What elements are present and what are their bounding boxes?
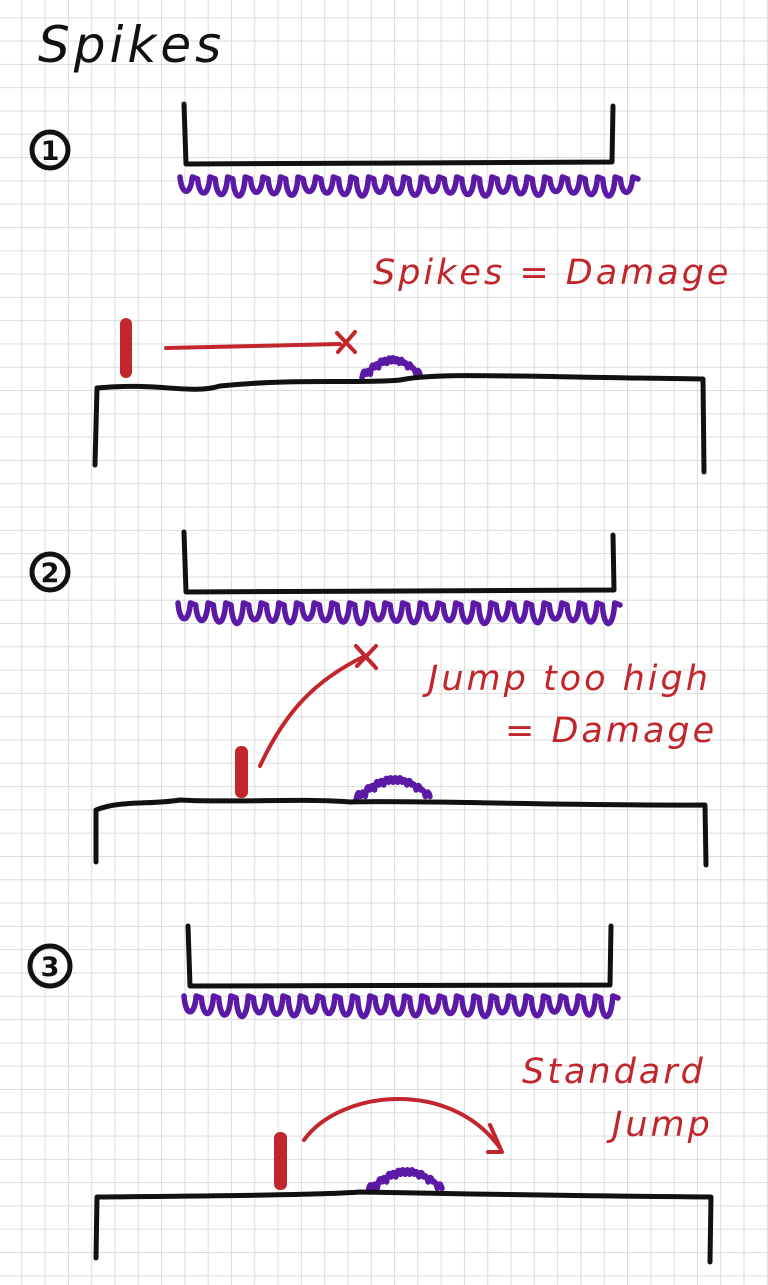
scenario-number-badge bbox=[29, 551, 71, 593]
floor-spikes bbox=[353, 775, 433, 803]
scenario-note: Standard bbox=[522, 1052, 706, 1092]
ground-platform bbox=[92, 373, 707, 475]
player bbox=[120, 318, 132, 378]
scenario-1: 1 Spikes = Damage bbox=[29, 101, 731, 475]
ceiling-platform bbox=[185, 923, 614, 989]
scenario-number: 3 bbox=[41, 952, 60, 983]
ground-platform bbox=[93, 797, 709, 868]
jump-arrowhead bbox=[486, 1123, 504, 1154]
scenario-note: Jump bbox=[606, 1105, 713, 1145]
ceiling-spikes bbox=[175, 600, 623, 627]
player bbox=[274, 1132, 287, 1190]
scenario-number: 2 bbox=[41, 558, 60, 589]
page-title: Spikes bbox=[38, 16, 225, 74]
scenario-number-badge bbox=[27, 943, 73, 989]
scenario-number: 1 bbox=[41, 136, 60, 167]
ceiling-platform bbox=[181, 101, 616, 167]
scenario-2: 2 Jump too high = Damage bbox=[29, 529, 717, 868]
scenario-note: = Damage bbox=[505, 711, 717, 751]
ceiling-spikes bbox=[177, 174, 641, 199]
jump-arc bbox=[302, 1097, 502, 1150]
hit-marker bbox=[335, 330, 357, 354]
player bbox=[235, 746, 248, 798]
jump-arc bbox=[258, 654, 367, 768]
scenario-3: 3 Standard Jump bbox=[27, 923, 714, 1265]
scenario-note: Jump too high bbox=[422, 659, 711, 699]
ceiling-platform bbox=[181, 529, 617, 595]
hit-marker bbox=[354, 644, 378, 670]
floor-spikes bbox=[359, 355, 423, 381]
floor-spikes bbox=[365, 1167, 445, 1195]
scenario-number-badge bbox=[29, 129, 71, 171]
ceiling-spikes bbox=[181, 993, 621, 1020]
scenario-note: Spikes = Damage bbox=[373, 253, 731, 293]
movement-arrow bbox=[164, 342, 342, 350]
ground-platform bbox=[93, 1189, 714, 1265]
